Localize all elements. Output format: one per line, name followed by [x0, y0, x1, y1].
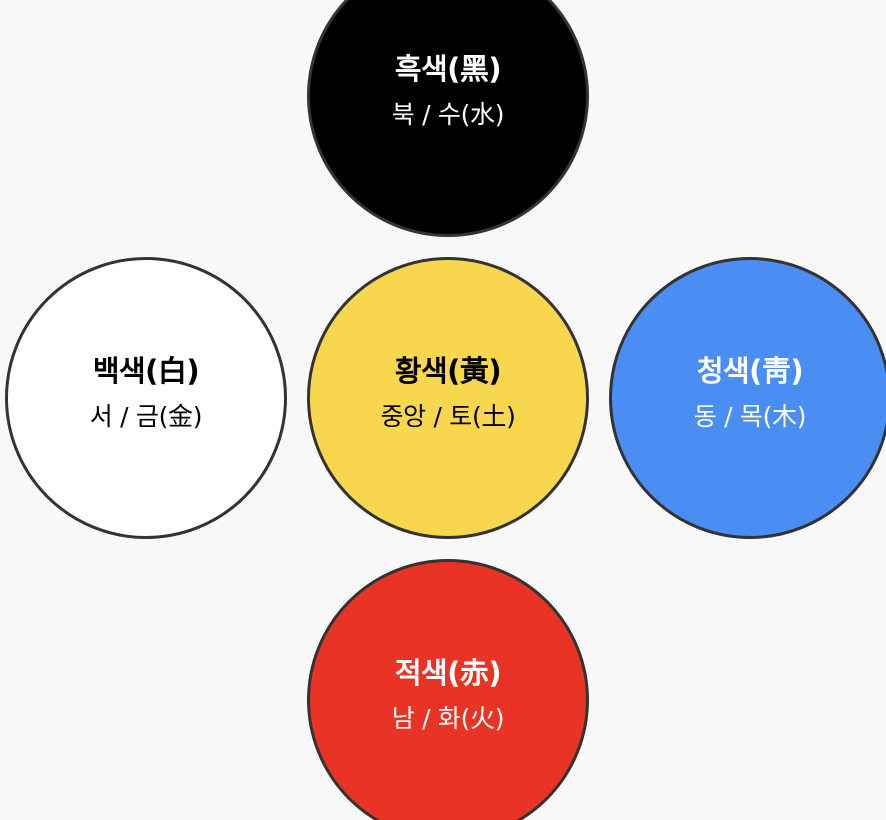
circle-east-name: 청색(靑) — [696, 354, 804, 388]
circle-center-desc: 중앙 / 토(土) — [380, 402, 516, 431]
circle-east-blue: 청색(靑) 동 / 목(木) — [609, 257, 886, 539]
circle-north-name: 흑색(黑) — [394, 52, 502, 86]
circle-east-desc: 동 / 목(木) — [693, 402, 807, 431]
circle-west-desc: 서 / 금(金) — [89, 402, 203, 431]
circle-west-white: 백색(白) 서 / 금(金) — [5, 257, 287, 539]
circle-north-black: 흑색(黑) 북 / 수(水) — [307, 0, 589, 237]
circle-north-desc: 북 / 수(水) — [391, 100, 505, 129]
circle-center-name: 황색(黃) — [394, 354, 502, 388]
circle-south-name: 적색(赤) — [394, 656, 502, 690]
circle-south-desc: 남 / 화(火) — [391, 704, 505, 733]
circle-center-yellow: 황색(黃) 중앙 / 토(土) — [307, 257, 589, 539]
circle-south-red: 적색(赤) 남 / 화(火) — [307, 559, 589, 820]
circle-west-name: 백색(白) — [92, 354, 200, 388]
